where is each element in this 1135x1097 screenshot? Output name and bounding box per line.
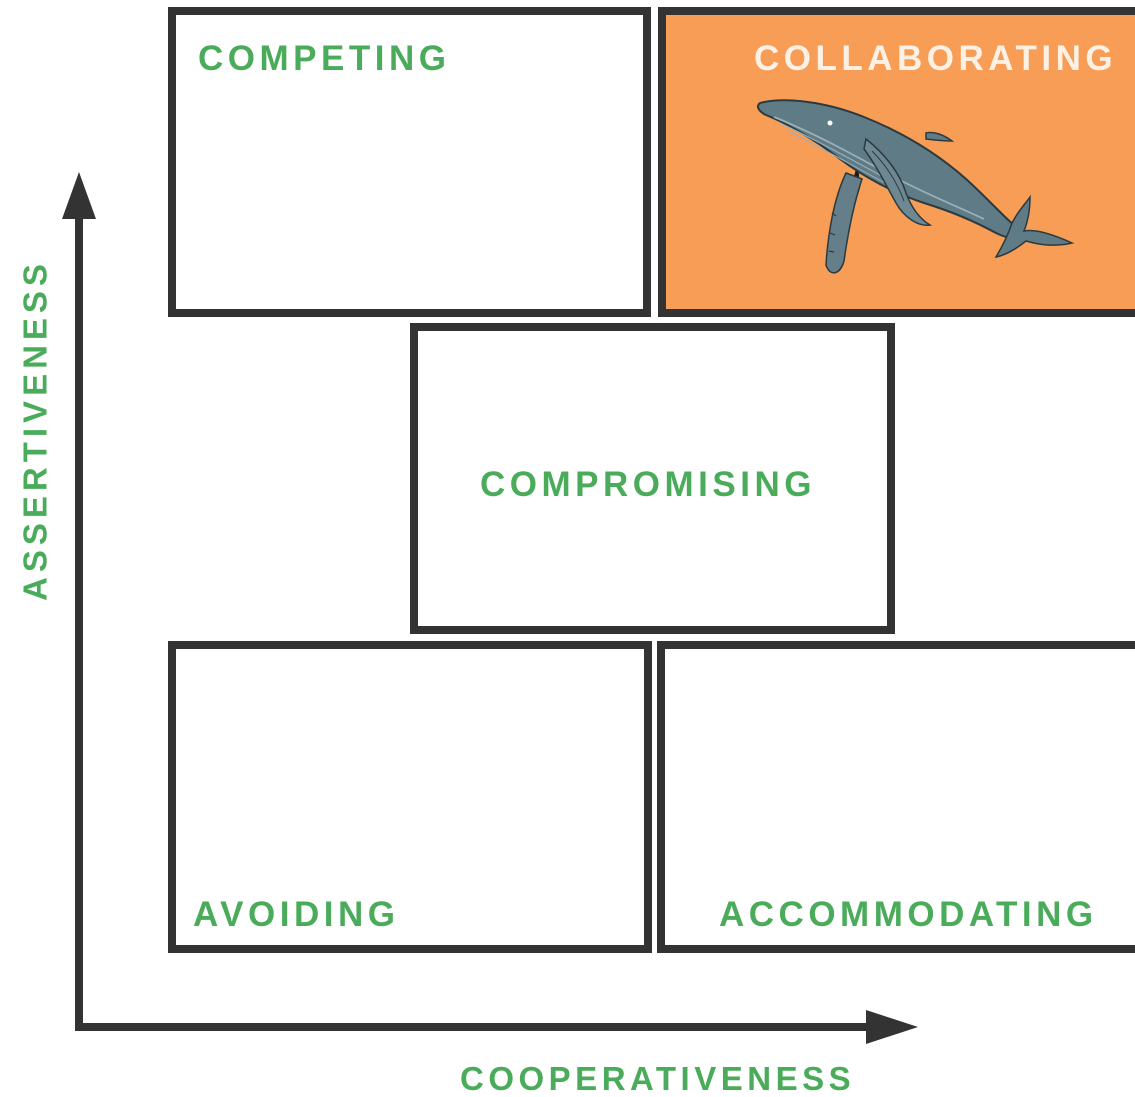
cooperativeness-axis-label: COOPERATIVENESS: [460, 1060, 856, 1097]
y-axis-arrow-icon: [62, 172, 96, 219]
assertiveness-axis-label: ASSERTIVENESS: [16, 259, 54, 601]
accommodating-label: ACCOMMODATING: [719, 895, 1098, 934]
collaborating-box: COLLABORATING: [658, 7, 1135, 317]
x-axis-arrow-icon: [866, 1010, 918, 1044]
collaborating-label: COLLABORATING: [754, 39, 1118, 78]
humpback-whale-icon: [757, 99, 1075, 274]
compromising-box: COMPROMISING: [410, 323, 895, 634]
competing-label: COMPETING: [198, 39, 451, 78]
competing-box: COMPETING: [168, 7, 651, 317]
avoiding-label: AVOIDING: [193, 895, 400, 934]
compromising-label: COMPROMISING: [480, 465, 816, 504]
avoiding-box: AVOIDING: [168, 641, 652, 953]
accommodating-box: ACCOMMODATING: [657, 641, 1135, 953]
